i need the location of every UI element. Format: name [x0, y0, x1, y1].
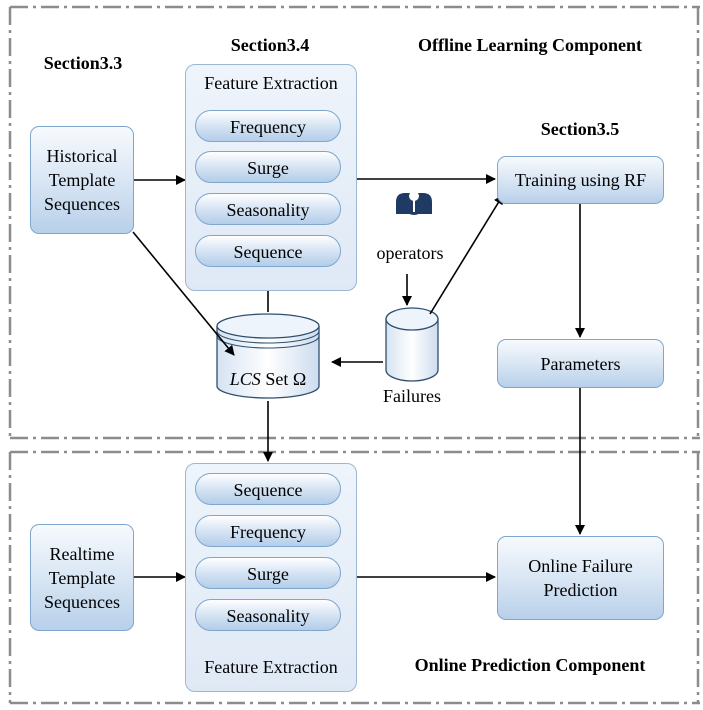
section-3-5-label: Section3.5: [540, 119, 620, 139]
online-failure-prediction-label: Online Failure Prediction: [528, 556, 633, 600]
parameters-box: Parameters: [497, 339, 664, 388]
lcs-set-label: LCS Set Ω: [218, 368, 318, 390]
training-rf-box: Training using RF: [497, 156, 664, 204]
historical-template-sequences-box: Historical Template Sequences: [30, 126, 134, 234]
section-3-4-label: Section3.4: [230, 35, 310, 55]
offline-feature-frequency: Frequency: [195, 110, 341, 142]
offline-feature-sequence: Sequence: [195, 235, 341, 267]
lcs-prefix: LCS: [229, 369, 261, 389]
operator-icon: [396, 191, 432, 215]
offline-feature-surge: Surge: [195, 151, 341, 183]
online-feature-seasonality: Seasonality: [195, 599, 341, 631]
lcs-suffix: Set Ω: [260, 369, 307, 389]
operators-label: operators: [376, 243, 444, 263]
offline-feature-seasonality: Seasonality: [195, 193, 341, 225]
lcs-database-icon: [216, 313, 320, 399]
online-feature-extraction-panel: Sequence Frequency Surge Seasonality Fea…: [185, 463, 357, 692]
offline-frame: [8, 5, 700, 440]
failures-database-icon: [385, 307, 439, 382]
online-component-title: Online Prediction Component: [414, 655, 646, 675]
online-frame: [8, 450, 700, 705]
realtime-template-sequences-label: Realtime Template Sequences: [44, 543, 120, 612]
online-feature-sequence: Sequence: [195, 473, 341, 505]
realtime-template-sequences-box: Realtime Template Sequences: [30, 524, 134, 631]
online-feature-extraction-title: Feature Extraction: [204, 657, 338, 677]
offline-feature-extraction-panel: Feature Extraction Frequency Surge Seaso…: [185, 64, 357, 291]
parameters-label: Parameters: [540, 353, 621, 374]
training-rf-label: Training using RF: [514, 170, 647, 190]
online-feature-frequency: Frequency: [195, 515, 341, 547]
arrows: [132, 174, 585, 582]
online-failure-prediction-box: Online Failure Prediction: [497, 536, 664, 620]
historical-template-sequences-label: Historical Template Sequences: [44, 146, 120, 214]
section-3-3-label: Section3.3: [43, 53, 123, 73]
failures-label: Failures: [383, 386, 441, 406]
offline-component-title: Offline Learning Component: [417, 35, 642, 55]
offline-feature-extraction-title: Feature Extraction: [204, 73, 338, 93]
online-feature-surge: Surge: [195, 557, 341, 589]
